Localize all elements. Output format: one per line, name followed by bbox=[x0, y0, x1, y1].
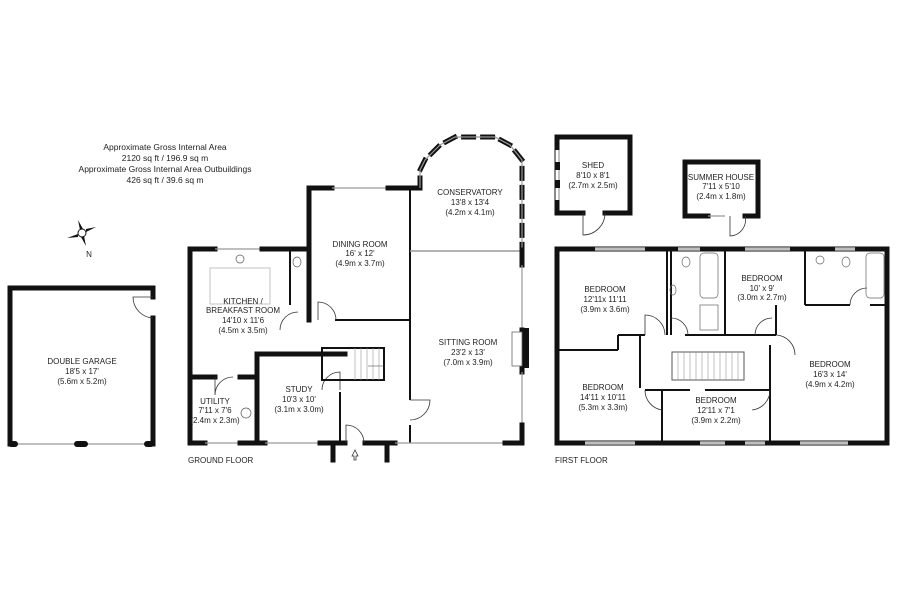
summer-house: SUMMER HOUSE 7'11 x 5'10 (2.4m x 1.8m) bbox=[682, 159, 761, 237]
room-name: SITTING ROOM bbox=[439, 338, 498, 347]
room-size-metric: (2.4m x 2.3m) bbox=[190, 416, 240, 425]
room-name: CONSERVATORY bbox=[437, 188, 503, 197]
area-heading: Approximate Gross Internal Area bbox=[103, 142, 227, 152]
room-size-metric: (3.9m x 3.6m) bbox=[580, 305, 630, 314]
room-name: BEDROOM bbox=[741, 274, 783, 283]
room-size-metric: (3.0m x 2.7m) bbox=[737, 293, 787, 302]
outbuildings-value: 426 sq ft / 39.6 sq m bbox=[126, 175, 203, 185]
room-size-metric: (3.1m x 3.0m) bbox=[274, 405, 324, 414]
ground-floor-label: GROUND FLOOR bbox=[188, 456, 254, 465]
compass-icon: N bbox=[67, 220, 96, 259]
room-name: BEDROOM bbox=[695, 396, 737, 405]
room-size-metric: (5.6m x 5.2m) bbox=[57, 377, 107, 386]
room-size-imperial: 12'11x 11'11 bbox=[583, 295, 627, 304]
room-size-metric: (4.2m x 4.1m) bbox=[445, 208, 495, 217]
room-name: DINING ROOM bbox=[332, 240, 387, 249]
fireplace bbox=[511, 331, 523, 367]
first-floor: BEDROOM 12'11x 11'11 (3.9m x 3.6m) BEDRO… bbox=[554, 246, 890, 465]
room-size-imperial: 8'10 x 8'1 bbox=[576, 171, 610, 180]
room-name: BEDROOM bbox=[809, 360, 851, 369]
room-name: SHED bbox=[582, 161, 604, 170]
shed: SHED 8'10 x 8'1 (2.7m x 2.5m) bbox=[554, 134, 633, 236]
room-size-imperial: 16'3 x 14' bbox=[813, 370, 847, 379]
north-label: N bbox=[86, 250, 92, 259]
room-name: STUDY bbox=[285, 385, 313, 394]
ground-floor: KITCHEN / BREAKFAST ROOM 14'10 x 11'6 (4… bbox=[187, 134, 529, 465]
outbuildings-heading: Approximate Gross Internal Area Outbuild… bbox=[79, 164, 252, 174]
stairs bbox=[321, 347, 385, 381]
room-size-metric: (4.9m x 3.7m) bbox=[335, 259, 385, 268]
room-name: BEDROOM bbox=[582, 383, 624, 392]
room-size-imperial: 23'2 x 13' bbox=[451, 348, 485, 357]
room-size-metric: (5.3m x 3.3m) bbox=[578, 403, 628, 412]
room-name: KITCHEN / bbox=[223, 297, 263, 306]
room-size-metric: (3.9m x 2.2m) bbox=[691, 416, 741, 425]
room-size-imperial: 16' x 12' bbox=[345, 249, 375, 258]
room-size-metric: (4.9m x 4.2m) bbox=[805, 380, 855, 389]
room-size-imperial: 13'8 x 13'4 bbox=[451, 198, 490, 207]
room-size-imperial: 10'3 x 10' bbox=[282, 395, 316, 404]
area-summary: Approximate Gross Internal Area 2120 sq … bbox=[79, 142, 252, 185]
room-size-metric: (2.7m x 2.5m) bbox=[568, 181, 618, 190]
room-size-imperial: 7'11 x 7'6 bbox=[198, 406, 232, 415]
stairs bbox=[671, 351, 745, 381]
room-name: UTILITY bbox=[200, 397, 230, 406]
room-size-imperial: 18'5 x 17' bbox=[65, 367, 99, 376]
room-size-imperial: 10' x 9' bbox=[750, 284, 775, 293]
room-size-metric: (7.0m x 3.9m) bbox=[443, 358, 493, 367]
room-name: BREAKFAST ROOM bbox=[206, 306, 280, 315]
first-floor-label: FIRST FLOOR bbox=[555, 456, 608, 465]
room-size-metric: (4.5m x 3.5m) bbox=[218, 326, 268, 335]
double-garage: DOUBLE GARAGE 18'5 x 17' (5.6m x 5.2m) bbox=[7, 285, 156, 447]
room-name: SUMMER HOUSE bbox=[688, 173, 754, 182]
entrance-arrow-icon bbox=[351, 449, 359, 461]
room-size-imperial: 14'11 x 10'11 bbox=[580, 393, 626, 402]
area-value: 2120 sq ft / 196.9 sq m bbox=[122, 153, 208, 163]
room-name: DOUBLE GARAGE bbox=[47, 357, 116, 366]
room-size-imperial: 12'11 x 7'1 bbox=[697, 406, 735, 415]
room-size-metric: (2.4m x 1.8m) bbox=[696, 192, 746, 201]
room-name: BEDROOM bbox=[584, 285, 626, 294]
room-size-imperial: 7'11 x 5'10 bbox=[702, 182, 740, 191]
room-size-imperial: 14'10 x 11'6 bbox=[222, 316, 265, 325]
